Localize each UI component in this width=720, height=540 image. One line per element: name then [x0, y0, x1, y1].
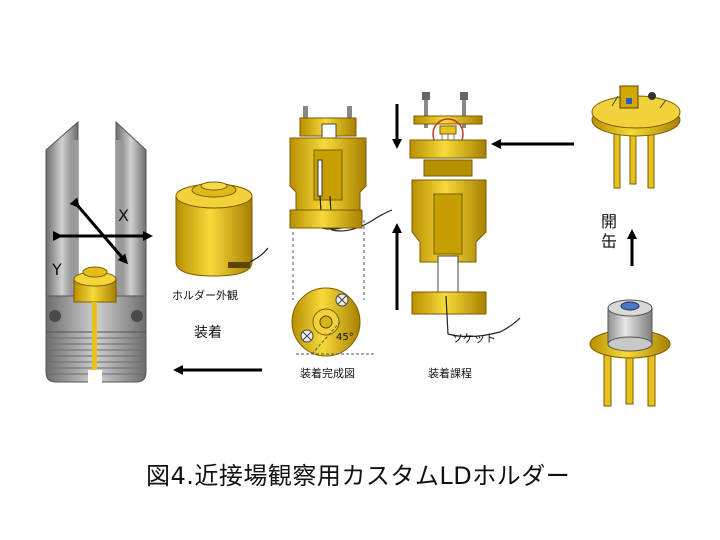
mounting-label: 装着 [194, 325, 222, 341]
mounting-complete-label: 装着完成図 [300, 367, 355, 380]
process-arrows [173, 104, 637, 375]
opening-label: 開 缶 [600, 212, 618, 252]
mounted-holder-illustration [45, 120, 147, 384]
angle-label: 45° [336, 332, 354, 343]
socket-label: ソケット [452, 332, 496, 345]
xy-axis-arrows [53, 197, 153, 265]
mounting-process-label: 装着課程 [428, 367, 472, 380]
laser-diode-opened-illustration [591, 85, 681, 189]
laser-diode-canned-illustration [589, 299, 671, 407]
mounting-complete-illustration [291, 287, 376, 357]
opening-label-char-2: 缶 [600, 232, 617, 251]
exploded-holder-illustration [409, 92, 521, 338]
holder-exterior-illustration [175, 181, 269, 277]
opening-label-char-1: 開 [600, 212, 617, 231]
axis-y-label: Y [52, 260, 62, 279]
assembled-holder-illustration [289, 106, 393, 232]
guide-dashed-lines [292, 220, 365, 300]
figure-caption: 図4.近接場観察用カスタムLDホルダー [146, 462, 571, 490]
holder-exterior-label: ホルダー外観 [172, 289, 238, 302]
axis-x-label: X [118, 206, 129, 225]
